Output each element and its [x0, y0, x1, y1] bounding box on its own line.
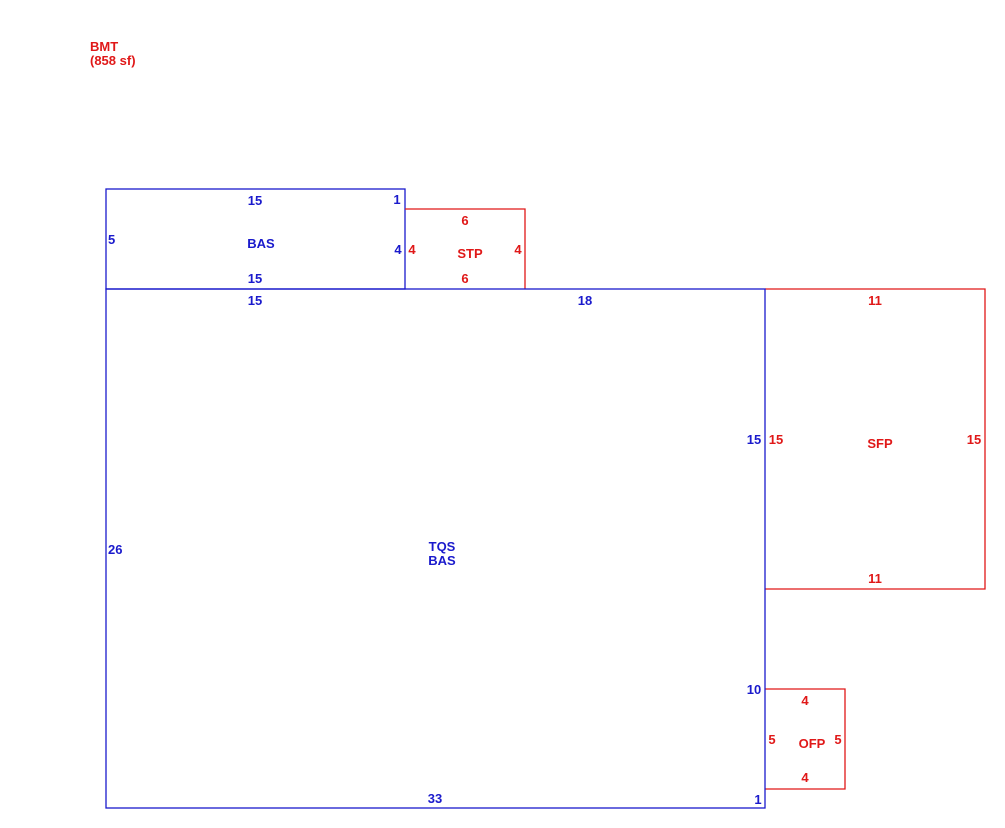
sfp-dim-right: 15: [967, 432, 981, 447]
main-dim-top-left: 15: [248, 293, 262, 308]
bas-upper-dim-top: 15: [248, 193, 262, 208]
main-dim-right-upper: 15: [747, 432, 761, 447]
bas-upper-dim-bottom: 15: [248, 271, 262, 286]
ofp-dim-left: 5: [768, 732, 775, 747]
main-dim-top-right: 18: [578, 293, 592, 308]
header-title: BMT: [90, 39, 118, 54]
main-label-line2: BAS: [428, 553, 456, 568]
ofp-outline: [765, 688, 846, 790]
main-label-line1: TQS: [429, 539, 456, 554]
sfp-dim-left: 15: [769, 432, 783, 447]
sfp-outline: [765, 288, 986, 590]
main-dim-bottom-right: 1: [754, 792, 761, 807]
ofp-dim-right: 5: [834, 732, 841, 747]
stp-dim-bottom: 6: [461, 271, 468, 286]
main-dim-right-mid: 10: [747, 682, 761, 697]
bas-upper-label: BAS: [247, 236, 275, 251]
ofp-label: OFP: [799, 736, 826, 751]
bas-upper-dim-top-right: 1: [393, 192, 400, 207]
main-dim-bottom: 33: [428, 791, 442, 806]
stp-label: STP: [457, 246, 483, 261]
header-area: (858 sf): [90, 53, 136, 68]
ofp-dim-bottom: 4: [801, 770, 809, 785]
main-outline: [105, 288, 766, 809]
stp-dim-left: 4: [408, 242, 416, 257]
stp-dim-top: 6: [461, 213, 468, 228]
stp-dim-right: 4: [514, 242, 522, 257]
sfp-dim-bottom: 11: [868, 571, 882, 586]
bas-upper-dim-right: 4: [394, 242, 402, 257]
stp-outline: [405, 208, 526, 289]
sfp-dim-top: 11: [868, 293, 882, 308]
sfp-label: SFP: [867, 436, 893, 451]
main-dim-left: 26: [108, 542, 122, 557]
bas-upper-dim-left: 5: [108, 232, 115, 247]
ofp-dim-top: 4: [801, 693, 809, 708]
